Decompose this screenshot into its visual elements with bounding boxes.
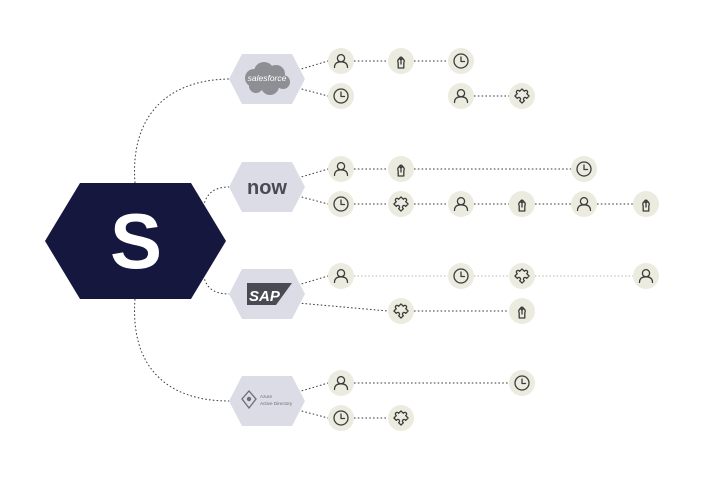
- permission-node-lock: [388, 48, 414, 74]
- app-label: salesforce: [248, 73, 287, 83]
- app-label: Active Directory: [260, 401, 293, 406]
- lock-icon: [397, 164, 405, 177]
- node-circle: [388, 405, 414, 431]
- clock-icon: [453, 53, 469, 69]
- permission-nodes: [328, 48, 659, 431]
- node-circle: [633, 263, 659, 289]
- user-icon: [333, 53, 349, 69]
- permission-node-user: [328, 156, 354, 182]
- app-label: now: [247, 177, 287, 199]
- permission-node-user: [448, 191, 474, 217]
- sap-logo-shape: [247, 283, 292, 305]
- node-circle: [388, 298, 414, 324]
- lock-icon: [397, 56, 405, 69]
- permission-node-puzzle: [509, 263, 535, 289]
- permission-node-lock: [509, 298, 535, 324]
- lock-icon: [518, 306, 526, 319]
- node-circle: [328, 156, 354, 182]
- lock-icon: [518, 199, 526, 212]
- clock-icon: [333, 410, 349, 426]
- app-label: SAP: [249, 288, 281, 305]
- branch-connector: [297, 275, 329, 286]
- hub-connector-salesforce: [134, 78, 230, 184]
- puzzle-icon: [514, 268, 530, 284]
- permission-node-user: [448, 83, 474, 109]
- hub-letter: S: [110, 197, 162, 285]
- user-icon: [333, 375, 349, 391]
- user-icon: [576, 196, 592, 212]
- app-hex-sap: SAP: [229, 269, 305, 319]
- branch-connector: [297, 195, 329, 205]
- permission-node-clock: [509, 370, 535, 396]
- permission-node-clock: [448, 48, 474, 74]
- app-hex-salesforce: salesforce: [229, 54, 305, 104]
- puzzle-icon: [393, 303, 409, 319]
- clock-icon: [576, 161, 592, 177]
- clock-icon: [453, 268, 469, 284]
- node-circle: [509, 83, 535, 109]
- salesforce-cloud-logo: salesforce: [245, 62, 290, 95]
- app-label: Azure: [260, 394, 272, 399]
- puzzle-icon: [393, 196, 409, 212]
- permission-node-lock: [509, 191, 535, 217]
- node-circle: [571, 191, 597, 217]
- user-icon: [638, 268, 654, 284]
- azure-ad-logo-icon: [241, 390, 257, 410]
- app-hexagon: [229, 162, 305, 212]
- hub-hexagon: [45, 183, 226, 299]
- permission-node-puzzle: [509, 83, 535, 109]
- hub-connector-azure-ad: [134, 298, 230, 402]
- permission-node-user: [571, 191, 597, 217]
- user-icon: [333, 268, 349, 284]
- permission-node-puzzle: [388, 191, 414, 217]
- permission-node-user: [328, 48, 354, 74]
- hub-logo: S: [45, 183, 226, 299]
- clock-icon: [333, 196, 349, 212]
- permission-node-clock: [328, 405, 354, 431]
- branch-connector: [297, 60, 329, 71]
- permission-node-clock: [448, 263, 474, 289]
- app-hexagon: [229, 376, 305, 426]
- node-circle: [448, 191, 474, 217]
- app-hex-servicenow: now: [229, 162, 305, 212]
- branch-connector: [297, 409, 329, 419]
- node-circle: [328, 48, 354, 74]
- user-icon: [333, 161, 349, 177]
- branch-connector: [297, 87, 329, 97]
- permission-node-lock: [633, 191, 659, 217]
- clock-icon: [514, 375, 530, 391]
- node-circle: [328, 370, 354, 396]
- permission-node-user: [633, 263, 659, 289]
- permission-node-user: [328, 263, 354, 289]
- permission-node-puzzle: [388, 298, 414, 324]
- permission-node-user: [328, 370, 354, 396]
- node-circle: [509, 263, 535, 289]
- branch-connector: [297, 382, 329, 393]
- puzzle-icon: [393, 410, 409, 426]
- lock-icon: [642, 199, 650, 212]
- node-circle: [328, 263, 354, 289]
- user-icon: [453, 196, 469, 212]
- permission-node-clock: [328, 83, 354, 109]
- node-circle: [388, 191, 414, 217]
- user-icon: [453, 88, 469, 104]
- node-circle: [448, 83, 474, 109]
- branch-connector: [297, 302, 389, 312]
- permission-node-clock: [571, 156, 597, 182]
- branch-connector: [297, 168, 329, 179]
- permission-node-puzzle: [388, 405, 414, 431]
- permission-node-clock: [328, 191, 354, 217]
- puzzle-icon: [514, 88, 530, 104]
- permission-node-lock: [388, 156, 414, 182]
- clock-icon: [333, 88, 349, 104]
